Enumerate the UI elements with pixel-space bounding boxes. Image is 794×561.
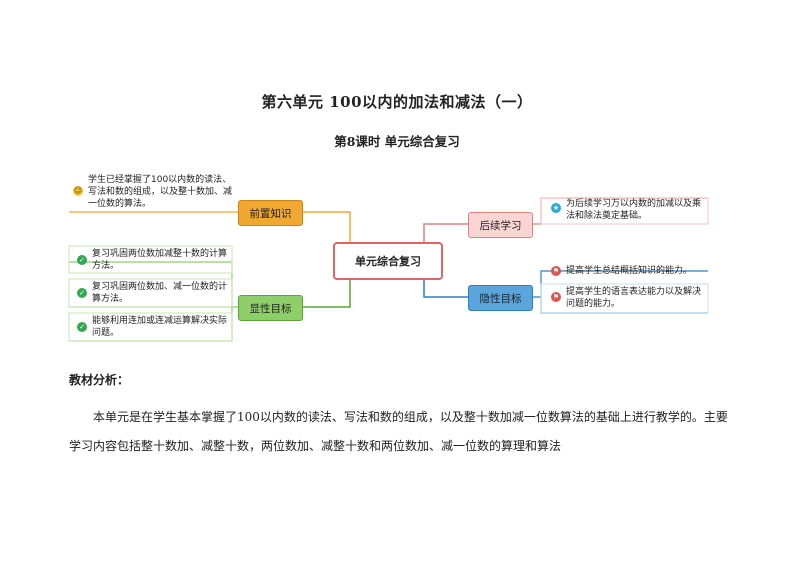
explicit-goal-item: 能够利用连加或连减运算解决实际问题。 xyxy=(92,316,228,338)
flag-icon: ⚑ xyxy=(551,266,561,276)
page-title: 第六单元 100以内的加法和减法（一） xyxy=(261,93,533,111)
explicit-goals-node: 显性目标 xyxy=(238,295,303,321)
check-icon: ✓ xyxy=(77,322,87,332)
mindmap-center-node: 单元综合复习 xyxy=(333,242,443,280)
star-icon: ★ xyxy=(551,203,561,213)
future-learning-item: 为后续学习万以内数的加减以及乘法和除法奠定基础。 xyxy=(566,199,702,221)
prior-knowledge-node: 前置知识 xyxy=(238,200,303,226)
explicit-goal-item: 复习巩固两位数加减整十数的计算方法。 xyxy=(92,249,228,271)
future-learning-node: 后续学习 xyxy=(468,212,533,238)
explicit-goal-item: 复习巩固两位数加、减一位数的计算方法。 xyxy=(92,282,228,304)
prior-knowledge-item: 学生已经掌握了100以内数的读法、写法和数的组成，以及整十数加、减一位数的算法。 xyxy=(88,175,233,209)
implicit-goal-item: 提高学生总结概括知识的能力。 xyxy=(566,266,693,276)
lesson-subtitle: 第8课时 单元综合复习 xyxy=(334,134,460,149)
smile-icon: ☺ xyxy=(73,186,83,196)
check-icon: ✓ xyxy=(77,255,87,265)
check-icon: ✓ xyxy=(77,288,87,298)
implicit-goal-item: 提高学生的语言表达能力以及解决问题的能力。 xyxy=(566,287,702,309)
implicit-goals-node: 隐性目标 xyxy=(468,285,533,311)
flag-icon: ⚑ xyxy=(551,292,561,302)
analysis-heading: 教材分析： xyxy=(69,373,130,387)
analysis-paragraph: 本单元是在学生基本掌握了100以内数的读法、写法和数的组成，以及整十数加减一位数… xyxy=(69,410,728,453)
